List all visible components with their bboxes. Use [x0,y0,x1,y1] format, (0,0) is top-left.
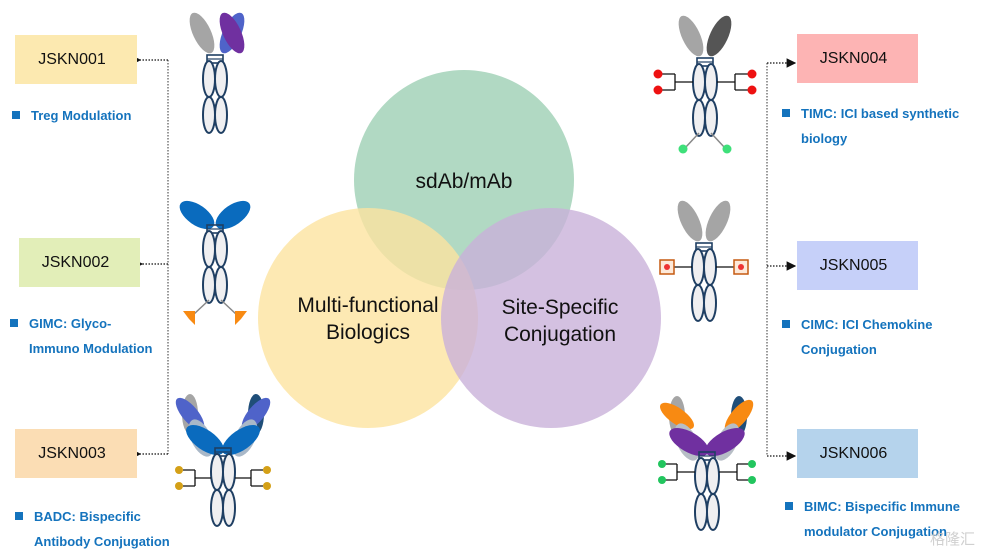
code-label: JSKN002 [41,253,110,271]
synthetic-biology-antibody-icon [653,15,757,154]
watermark: 格隆汇 [929,531,975,548]
code-label: JSKN004 [819,49,888,67]
desc-line: GIMC: Glyco- [29,316,112,331]
desc-line: modulator Conjugation [804,524,947,539]
left-connector [131,55,169,459]
venn-circle-right [441,208,661,428]
bullet-square-icon [10,319,18,327]
glyco-modified-antibody-icon [179,200,251,325]
desc-line: Immuno Modulation [29,341,153,356]
bispecific-antibody-icon [189,12,245,134]
desc-jskn002: GIMC: Glyco- Immuno Modulation [10,311,152,361]
venn-label-top: sdAb/mAb [415,170,513,193]
venn-label-right: Site-Specific Conjugation [480,294,640,348]
venn-circle-left [258,208,478,428]
chemokine-conjugate-antibody-icon [659,200,749,322]
desc-line: biology [801,131,848,146]
desc-jskn006: BIMC: Bispecific Immune modulator Conjug… [785,494,960,544]
code-label: JSKN006 [819,444,888,462]
desc-jskn004: TIMC: ICI based synthetic biology [782,101,959,151]
right-connector [766,58,797,461]
desc-line: Antibody Conjugation [34,534,170,549]
code-label: JSKN003 [38,444,106,462]
bispecific-immune-conjugate-icon [658,396,756,531]
bullet-square-icon [12,111,20,119]
desc-line: BADC: Bispecific [34,509,141,524]
desc-line: BIMC: Bispecific Immune [804,499,961,514]
venn-label-right-line2: Conjugation [503,323,617,346]
bullet-square-icon [15,512,23,520]
desc-line: TIMC: ICI based synthetic [801,106,960,121]
desc-jskn001: Treg Modulation [12,103,131,128]
code-box-jskn002: JSKN002 [19,238,140,287]
code-box-jskn004: JSKN004 [797,34,918,83]
code-label: JSKN001 [38,50,106,68]
venn-label-left-line1: Multi-functional [297,294,439,317]
venn-label-left-line2: Biologics [325,321,411,344]
desc-jskn003: BADC: Bispecific Antibody Conjugation [15,504,170,554]
code-box-jskn001: JSKN001 [15,35,137,84]
venn-label-right-line1: Site-Specific [501,296,619,319]
desc-jskn005: CIMC: ICI Chemokine Conjugation [782,312,932,362]
bispecific-adc-icon [175,394,271,527]
bullet-square-icon [785,502,793,510]
desc-line: Treg Modulation [31,108,132,123]
desc-line: Conjugation [801,342,877,357]
code-box-jskn005: JSKN005 [797,241,918,290]
bullet-square-icon [782,109,790,117]
code-box-jskn006: JSKN006 [797,429,918,478]
venn-diagram [258,70,661,428]
bullet-square-icon [782,320,790,328]
code-box-jskn003: JSKN003 [15,429,137,478]
venn-label-left: Multi-functional Biologics [278,292,458,346]
code-label: JSKN005 [819,256,888,274]
desc-line: CIMC: ICI Chemokine [801,317,933,332]
